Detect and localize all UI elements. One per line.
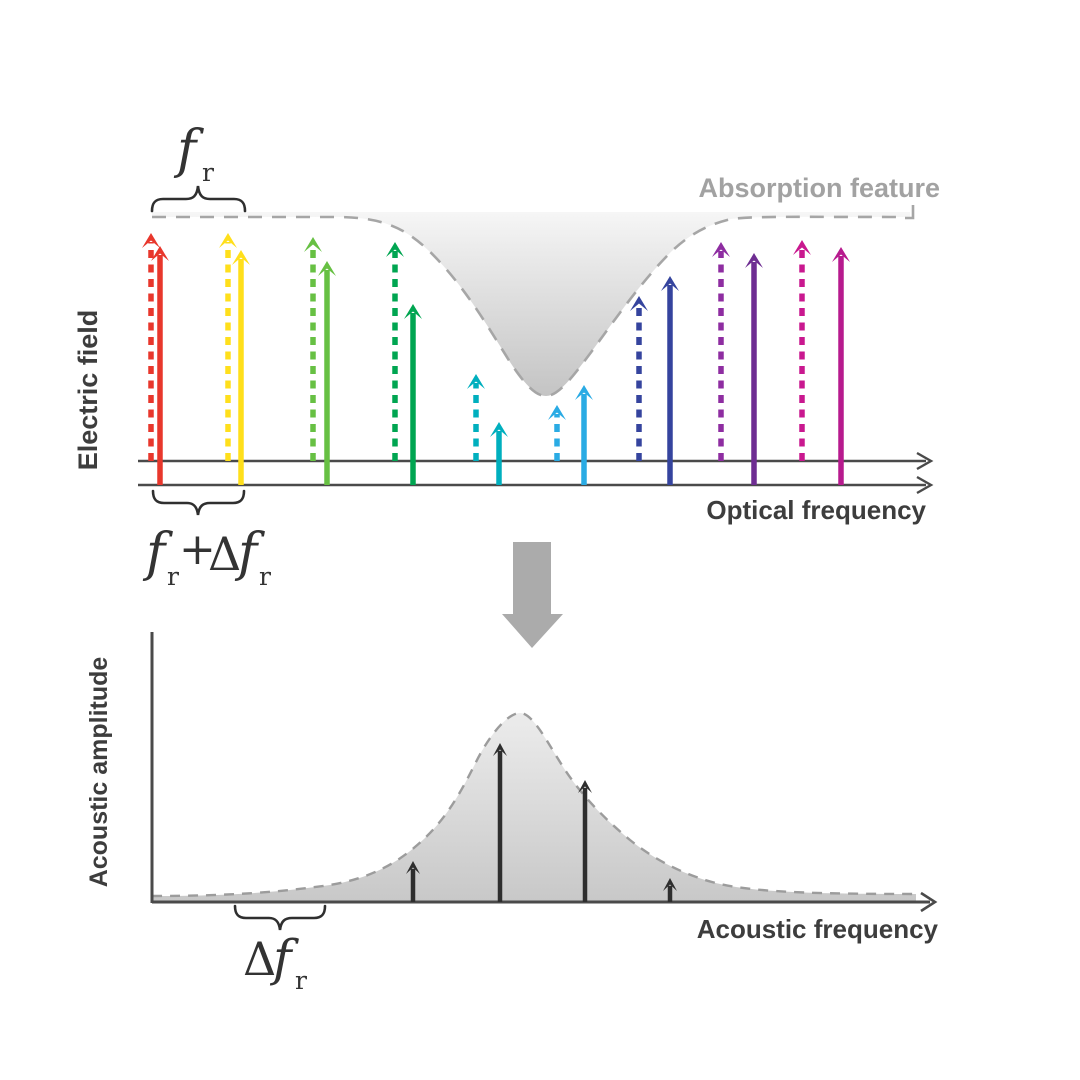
comb-tooth-lightblue-dashed: [548, 405, 566, 461]
frdfr-label-delta: Δ: [208, 527, 241, 581]
comb-tooth-magenta-dashed: [793, 240, 811, 461]
comb-tooth-purple-dashed: [712, 242, 730, 461]
acoustic-tooth-3: [578, 780, 592, 902]
optical-axis-dashed-comb-arrowhead: [916, 451, 934, 471]
absorption-feature-curve: [152, 215, 907, 398]
optical-frequency-label: Optical frequency: [706, 495, 926, 525]
comb-tooth-red-solid: [151, 246, 169, 485]
frdfr-label-sub1: r: [167, 562, 179, 591]
electric-field-label: Electric field: [73, 310, 103, 471]
comb-tooth-purple-solid: [745, 253, 763, 485]
comb-tooth-yellow-dashed: [219, 233, 237, 461]
comb-tooth-lightgreen-solid: [318, 261, 336, 485]
bottom-panel: Δ f r Acoustic amplitude Acoustic freque…: [85, 632, 939, 995]
absorption-curve-end-tick: [905, 205, 915, 220]
acoustic-x-axis-arrowhead: [920, 891, 938, 913]
comb-tooth-navy-dashed: [630, 296, 648, 461]
acoustic-arrows: [406, 743, 677, 902]
comb-tooth-navy-solid: [661, 276, 679, 485]
comb-tooth-red-dashed: [142, 233, 160, 461]
acoustic-frequency-label: Acoustic frequency: [697, 914, 939, 944]
comb-arrows: [142, 233, 850, 485]
fr-dfr-underbrace: [151, 489, 246, 516]
fr-overbrace: [150, 185, 247, 213]
comb-tooth-teal-solid: [490, 422, 508, 485]
comb-tooth-teal-dashed: [467, 374, 485, 461]
fr-label-f: f: [173, 120, 204, 180]
acoustic-tooth-4: [663, 878, 677, 902]
frdfr-label-sub2: r: [259, 562, 271, 591]
dfr-label-delta: Δ: [243, 932, 276, 986]
comb-tooth-lightgreen-dashed: [304, 237, 322, 461]
dfr-label-sub: r: [295, 966, 307, 995]
top-panel: Absorption feature f r f r + Δ f r Elect…: [73, 120, 940, 591]
acoustic-peak-outline: [151, 711, 917, 898]
comb-tooth-green-dashed: [386, 242, 404, 461]
fr-label-sub: r: [202, 158, 214, 187]
comb-tooth-magenta-solid: [832, 247, 850, 485]
absorption-feature-label: Absorption feature: [698, 173, 940, 203]
optical-axis-solid-comb-arrowhead: [916, 475, 934, 495]
comb-tooth-green-solid: [404, 304, 422, 485]
dfr-underbrace: [233, 904, 327, 931]
transform-arrow: [502, 542, 563, 648]
acoustic-tooth-2: [493, 743, 507, 902]
acoustic-peak-fill: [152, 713, 916, 902]
acoustic-amplitude-label: Acoustic amplitude: [85, 657, 113, 888]
down-arrow-icon: [502, 542, 563, 648]
acoustic-tooth-1: [406, 861, 420, 902]
frdfr-label-plus: +: [179, 524, 216, 575]
comb-tooth-yellow-solid: [232, 250, 250, 485]
comb-tooth-lightblue-solid: [575, 385, 593, 485]
absorption-feature-fill: [152, 212, 910, 396]
